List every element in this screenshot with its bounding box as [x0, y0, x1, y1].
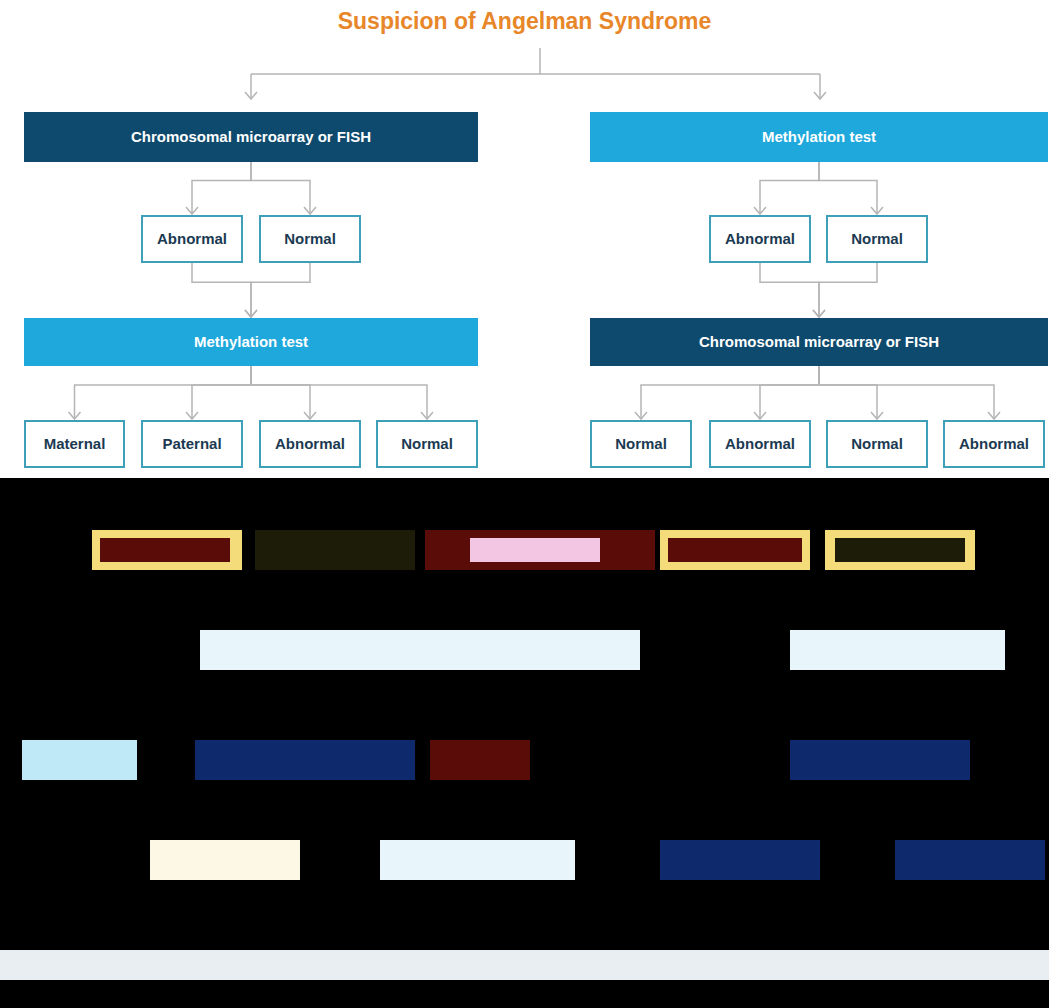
test-box: Chromosomal microarray or FISH: [590, 318, 1048, 366]
box-label: Methylation test: [762, 128, 876, 146]
box-label: Normal: [284, 230, 336, 248]
box-label: Normal: [851, 435, 903, 453]
test-box: Chromosomal microarray or FISH: [24, 112, 478, 162]
flow-arrow: [760, 263, 825, 317]
obscured-block: [835, 538, 965, 562]
box-label: Chromosomal microarray or FISH: [131, 128, 371, 146]
flow-arrow: [251, 366, 316, 419]
obscured-block: [790, 630, 1005, 670]
obscured-block: [195, 740, 415, 780]
result-box: Abnormal: [141, 215, 243, 263]
box-label: Normal: [615, 435, 667, 453]
box-label: Abnormal: [725, 230, 795, 248]
result-box: Normal: [376, 420, 478, 468]
obscured-block: [425, 530, 655, 570]
box-label: Normal: [851, 230, 903, 248]
box-label: Methylation test: [194, 333, 308, 351]
box-label: Abnormal: [275, 435, 345, 453]
obscured-block: [668, 538, 802, 562]
box-label: Normal: [401, 435, 453, 453]
result-box: Abnormal: [709, 420, 811, 468]
flow-arrow: [635, 366, 819, 419]
obscured-block: [895, 840, 1045, 880]
box-label: Abnormal: [157, 230, 227, 248]
result-box: Normal: [826, 215, 928, 263]
flow-arrow: [186, 162, 251, 214]
result-box: Normal: [826, 420, 928, 468]
result-box: Paternal: [141, 420, 243, 468]
obscured-block: [92, 530, 242, 570]
obscured-block: [660, 530, 810, 570]
box-label: Abnormal: [959, 435, 1029, 453]
box-label: Maternal: [44, 435, 106, 453]
title-arrowhead: [245, 92, 826, 99]
obscured-block: [430, 740, 530, 780]
obscured-block: [200, 630, 640, 670]
flow-arrow: [819, 366, 883, 419]
obscured-block: [380, 840, 575, 880]
flow-arrow: [245, 263, 310, 317]
result-box: Abnormal: [709, 215, 811, 263]
flow-arrow: [813, 263, 877, 317]
box-label: Abnormal: [725, 435, 795, 453]
flow-arrow: [192, 263, 257, 317]
obscured-block: [150, 840, 300, 880]
result-box: Abnormal: [943, 420, 1045, 468]
obscured-block: [0, 950, 1049, 980]
obscured-block: [790, 740, 970, 780]
flow-arrow: [819, 366, 1000, 419]
result-box: Maternal: [24, 420, 125, 468]
flow-arrow: [186, 366, 251, 419]
obscured-block: [100, 538, 230, 562]
obscured-block: [825, 530, 975, 570]
flow-arrow: [754, 162, 819, 214]
result-box: Abnormal: [259, 420, 361, 468]
test-box: Methylation test: [590, 112, 1048, 162]
flow-arrow: [69, 366, 252, 419]
obscured-block: [22, 740, 137, 780]
box-label: Paternal: [162, 435, 221, 453]
result-box: Normal: [259, 215, 361, 263]
obscured-region: [0, 478, 1049, 1008]
flow-arrow: [754, 366, 819, 419]
obscured-block: [470, 538, 600, 562]
flow-arrow: [819, 162, 883, 214]
flow-arrow: [251, 162, 316, 214]
obscured-block: [255, 530, 415, 570]
obscured-block: [660, 840, 820, 880]
diagram-title: Suspicion of Angelman Syndrome: [0, 8, 1049, 35]
test-box: Methylation test: [24, 318, 478, 366]
title-branch: [251, 48, 820, 98]
box-label: Chromosomal microarray or FISH: [699, 333, 939, 351]
flow-arrow: [251, 366, 433, 419]
result-box: Normal: [590, 420, 692, 468]
